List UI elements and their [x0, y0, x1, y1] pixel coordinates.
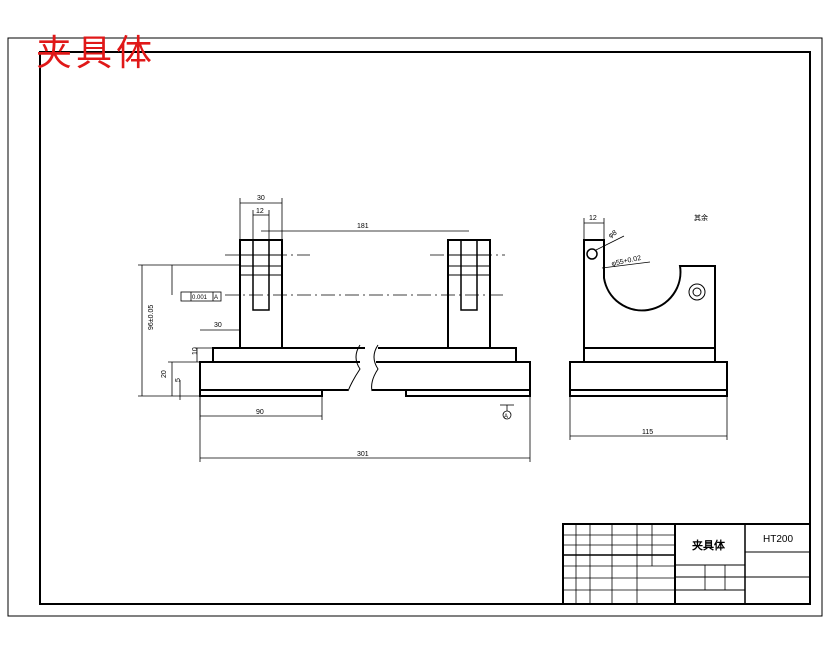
drawing-title-stamp: 夹具体: [36, 33, 157, 74]
side-dimension-labels: 12 φ8 φ55+0.02 115 其余: [589, 213, 708, 436]
roughness-note: 其余: [694, 213, 708, 222]
dim-step-30: 30: [214, 322, 222, 329]
datum-label: A: [504, 414, 508, 420]
side-view: [569, 218, 728, 440]
title-block-text: 夹具体 HT200: [692, 534, 793, 552]
tolerance-datum: A: [214, 295, 218, 301]
dim-side-width: 115: [642, 429, 653, 436]
dim-side-phi: φ8: [608, 229, 619, 239]
dim-left-10: 10: [192, 347, 199, 355]
dim-overall: 301: [357, 451, 369, 458]
outer-border: [7, 37, 823, 617]
front-dimension-labels: 30 12 181 30 96±0.05 10 20 5 90 301 0.00…: [148, 195, 508, 458]
tolerance-value: 0.001: [192, 295, 208, 301]
material: HT200: [763, 534, 793, 545]
dim-left-20: 20: [161, 370, 168, 378]
inner-border: [39, 51, 811, 605]
dim-height: 96±0.05: [148, 305, 155, 330]
title-block: [562, 523, 811, 605]
dim-top-width: 30: [257, 195, 265, 202]
front-dimensions: [138, 198, 531, 462]
dim-side-12: 12: [589, 215, 597, 222]
dim-center-distance: 181: [357, 223, 369, 230]
dim-base-90: 90: [256, 409, 264, 416]
dim-side-bore: φ55+0.02: [611, 255, 642, 268]
dim-top-inner: 12: [256, 208, 264, 215]
dim-left-5: 5: [175, 378, 182, 382]
front-view: [199, 239, 531, 397]
part-name: 夹具体: [692, 538, 726, 552]
